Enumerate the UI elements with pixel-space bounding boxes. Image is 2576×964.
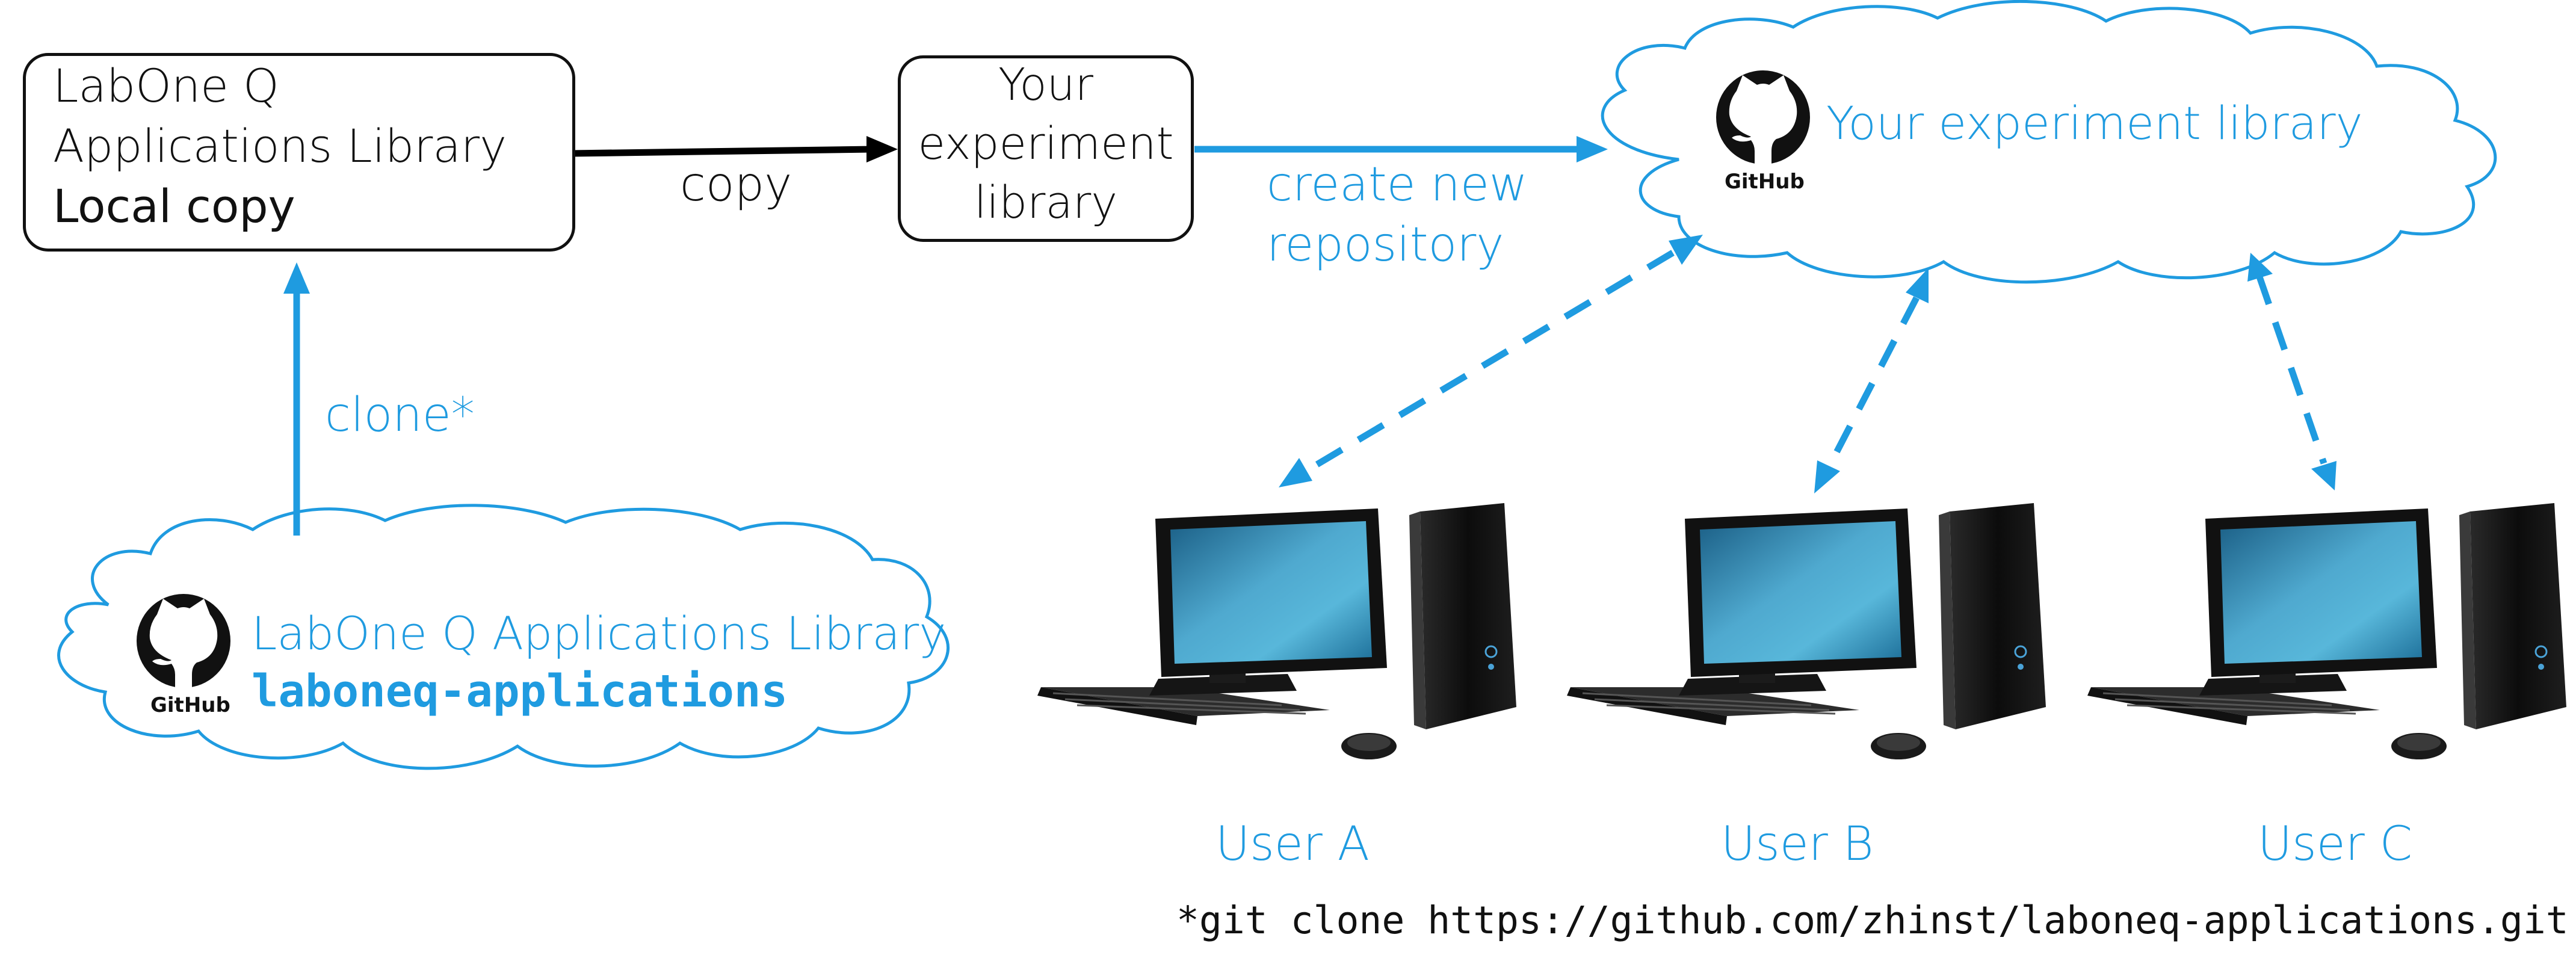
clone-arrowhead (283, 262, 310, 294)
your-library-box (898, 55, 1194, 242)
applications-cloud-repo: laboneq-applications (252, 666, 788, 717)
copy-arrowhead (866, 136, 898, 162)
applications-cloud-title: LabOne Q Applications Library (252, 607, 947, 660)
local-copy-line2: Applications Library (53, 119, 507, 173)
sync-arrowhead-c-top (2247, 253, 2273, 282)
sync-arrowhead-a-top (1669, 235, 1703, 265)
sync-arrowhead-b-bottom (1814, 460, 1840, 493)
github-label: GitHub (150, 693, 230, 717)
copy-label: copy (680, 158, 792, 212)
local-copy-line3: Local copy (53, 179, 295, 233)
sync-arrow-a (1307, 250, 1675, 472)
experiment-cloud-title: Your experiment library (1826, 96, 2363, 150)
desktop-computer-icon (1036, 502, 1518, 761)
local-copy-line1: LabOne Q (53, 59, 279, 113)
desktop-computer-icon (2086, 502, 2568, 761)
sync-arrowhead-c-bottom (2311, 461, 2337, 490)
clone-label: clone* (325, 388, 475, 442)
desktop-computer-icon (1566, 502, 2047, 761)
footnote: *git clone https://github.com/zhinst/lab… (1176, 898, 2569, 942)
user-label-a: User A (1215, 817, 1370, 871)
user-label-b: User B (1721, 817, 1874, 871)
your-library-line2: experiment (918, 118, 1174, 170)
create-label-line1: create new (1267, 158, 1528, 212)
copy-arrow (571, 146, 873, 157)
your-library-line3: library (974, 177, 1118, 229)
create-arrowhead (1577, 136, 1608, 162)
sync-arrowhead-a-bottom (1279, 458, 1312, 487)
sync-arrowhead-b-top (1906, 268, 1929, 303)
github-label: GitHub (1725, 170, 1805, 194)
user-label-c: User C (2258, 817, 2413, 871)
cloud-applications-shape (57, 504, 950, 770)
create-label-line2: repository (1267, 218, 1504, 272)
sync-arrow-b (1826, 296, 1920, 468)
your-library-line1: Your (998, 59, 1093, 111)
local-copy-box (23, 53, 575, 252)
sync-arrow-c (2256, 276, 2327, 465)
cloud-experiment-shape (1601, 0, 2497, 284)
